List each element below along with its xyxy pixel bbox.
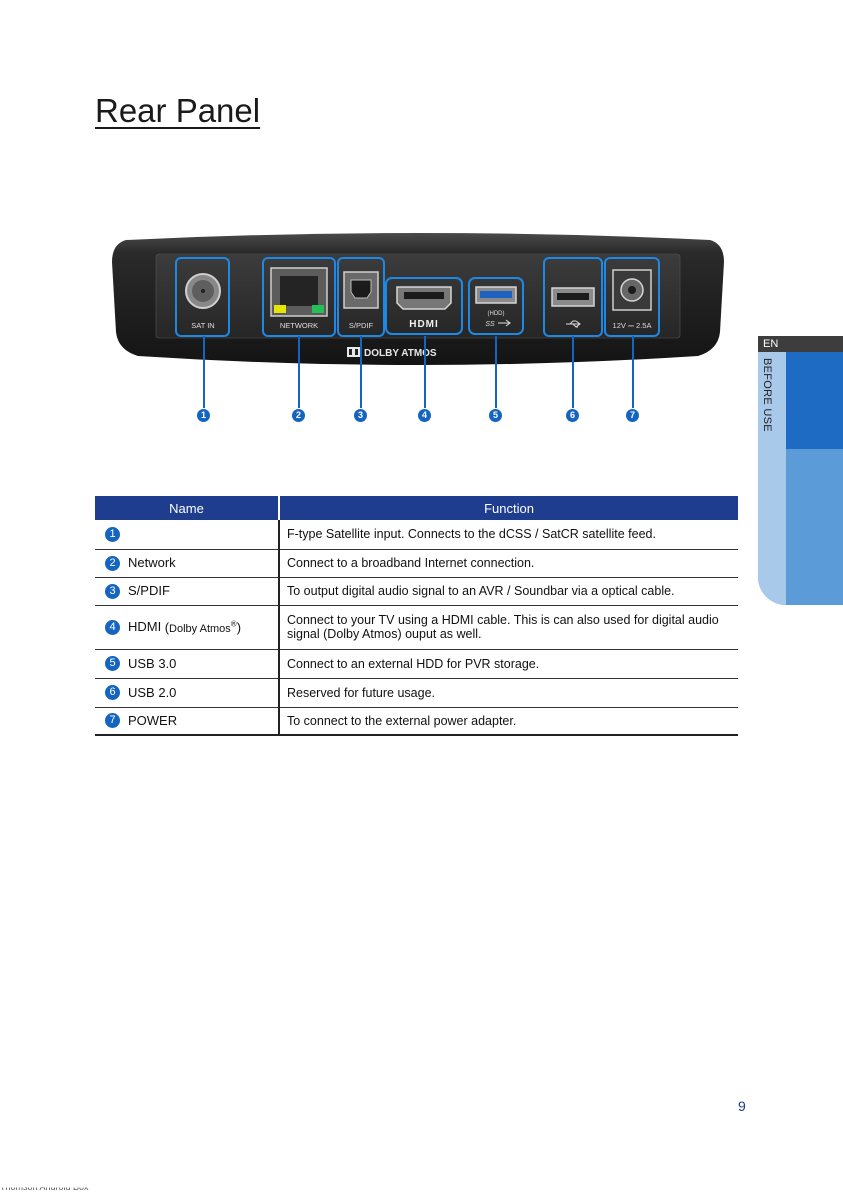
row-name: POWER	[128, 713, 178, 729]
section-side-tab: EN BEFORE USE	[758, 336, 843, 605]
callout-number-4: 4	[418, 409, 431, 422]
usb3-ss-label: SS	[485, 321, 495, 328]
spdif-label: S/PDIF	[349, 321, 374, 330]
network-label: NETWORK	[280, 321, 318, 330]
table-row: 2 Network Connect to a broadband Internet…	[95, 549, 738, 578]
usb-symbol-icon	[566, 320, 581, 328]
callout-line-6	[572, 336, 574, 408]
usb3-hdd-label: (HDD)	[488, 311, 505, 317]
name-cell: 1	[95, 520, 280, 550]
table-row: 6 USB 2.0 Reserved for future usage.	[95, 678, 738, 708]
callout-line-1	[203, 336, 205, 408]
port-function-table: Name Function 1 F-type Satellite input. …	[95, 496, 738, 736]
row-number-badge: 5	[105, 656, 120, 672]
row-number-badge: 3	[105, 583, 120, 599]
callout-number-3: 3	[354, 409, 367, 422]
function-cell: Connect to your TV using a HDMI cable. T…	[279, 605, 738, 650]
name-cell: 7 POWER	[95, 707, 280, 736]
name-cell: 6 USB 2.0	[95, 678, 280, 708]
function-cell: Connect to a broadband Internet connecti…	[279, 549, 738, 578]
function-cell: To connect to the external power adapter…	[279, 707, 738, 736]
table-row: 5 USB 3.0 Connect to an external HDD for …	[95, 649, 738, 679]
function-cell: Reserved for future usage.	[279, 678, 738, 708]
function-column-header: Function	[279, 496, 738, 520]
row-number-badge: 6	[105, 685, 120, 701]
callout-number-7: 7	[626, 409, 639, 422]
power-port: 12V ⎓ 2.5A	[604, 257, 660, 337]
callout-number-5: 5	[489, 409, 502, 422]
page-title: Rear Panel	[95, 92, 261, 129]
name-cell: 3 S/PDIF	[95, 577, 280, 606]
table-row: 4 HDMI (Dolby Atmos®) Connect to your TV …	[95, 605, 738, 650]
table-row: 7 POWER To connect to the external power …	[95, 707, 738, 736]
function-cell: Connect to an external HDD for PVR stora…	[279, 649, 738, 679]
language-label: EN	[758, 336, 843, 352]
power-label: 12V ⎓ 2.5A	[613, 321, 652, 330]
page-number: 9	[738, 1098, 746, 1114]
usb3-port: (HDD) SS	[468, 277, 524, 335]
side-tab-dark-block	[786, 352, 843, 449]
row-name: HDMI	[128, 619, 162, 635]
callout-number-1: 1	[197, 409, 210, 422]
sat-in-port: SAT IN	[175, 257, 230, 337]
name-cell: 2 Network	[95, 549, 280, 578]
usb2-port	[543, 257, 603, 337]
sat-in-label: SAT IN	[191, 321, 214, 330]
callout-number-6: 6	[566, 409, 579, 422]
dolby-atmos-text: DOLBY ATMOS	[364, 348, 437, 359]
row-number-badge: 7	[105, 713, 120, 729]
name-cell: 5 USB 3.0	[95, 649, 280, 679]
callout-number-2: 2	[292, 409, 305, 422]
dolby-atmos-suffix: (Dolby Atmos®)	[164, 619, 242, 635]
function-cell: To output digital audio signal to an AVR…	[279, 577, 738, 606]
hdmi-label: HDMI	[409, 319, 439, 330]
page-footer: Thomson Android Box	[0, 1182, 89, 1192]
side-tab-pale-block	[758, 352, 786, 605]
row-number-badge: 2	[105, 555, 120, 571]
callout-line-5	[495, 336, 497, 408]
row-number-badge: 4	[105, 619, 120, 635]
dolby-atmos-logo: DOLBY ATMOS	[347, 347, 437, 359]
row-name: USB 3.0	[128, 656, 177, 672]
row-name: Network	[128, 555, 176, 571]
callout-line-7	[632, 336, 634, 408]
section-label: BEFORE USE	[761, 358, 773, 432]
table-row: 1 F-type Satellite input. Connects to th…	[95, 520, 738, 550]
table-row: 3 S/PDIF To output digital audio signal t…	[95, 577, 738, 606]
table-header-row: Name Function	[95, 496, 738, 520]
function-cell: F-type Satellite input. Connects to the …	[279, 520, 738, 550]
callout-line-4	[424, 336, 426, 408]
row-number-badge: 1	[105, 526, 120, 542]
name-column-header: Name	[95, 496, 280, 520]
callout-line-3	[360, 336, 362, 408]
hdmi-port: HDMI	[385, 277, 463, 335]
name-cell: 4 HDMI (Dolby Atmos®)	[95, 605, 280, 650]
device-rear-illustration: SAT IN NETWORK S/PDIF HDMI (HDD) SS	[112, 233, 724, 365]
network-port: NETWORK	[262, 257, 336, 337]
row-name: S/PDIF	[128, 583, 170, 599]
row-name: USB 2.0	[128, 685, 177, 701]
callout-line-2	[298, 336, 300, 408]
